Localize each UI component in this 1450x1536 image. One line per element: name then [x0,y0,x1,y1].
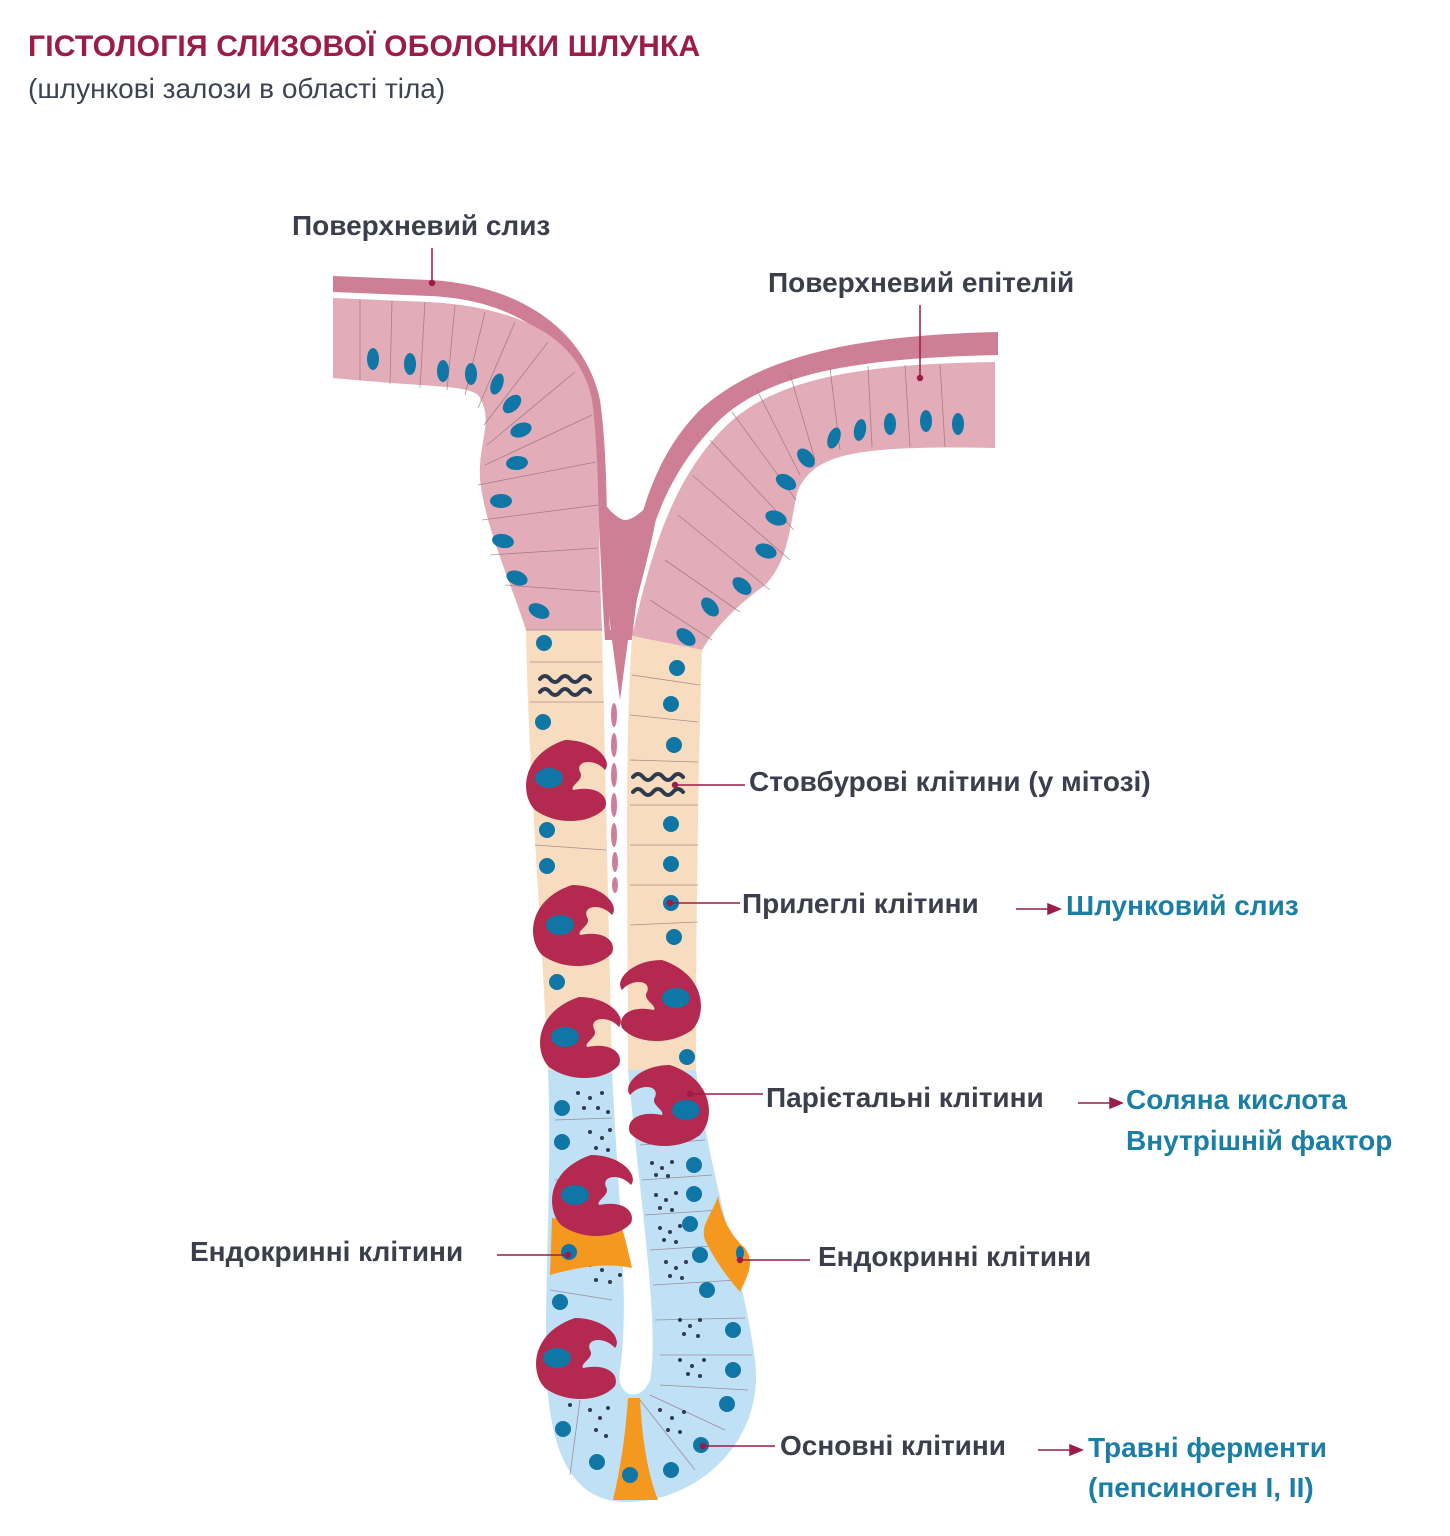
page-subtitle: (шлункові залози в області тіла) [28,73,446,104]
label-endocrine-cells-left: Ендокринні клітини [190,1236,464,1267]
pit-mucus-funnel [598,490,660,700]
product-hydrochloric-acid: Соляна кислота [1126,1084,1347,1115]
leader-lines [428,248,924,1450]
label-neck-cells: Прилеглі клітини [742,888,979,919]
surface-epithelium-left [333,298,602,630]
lumen-dashes [611,703,618,893]
surface-epithelium-right [632,362,995,650]
endocrine-nucleus-bottom [622,1467,638,1483]
neck-zone-right [627,636,702,1070]
label-stem-cells: Стовбурові клітини (у мітозі) [749,766,1151,797]
parietal-cells [526,740,709,1400]
label-chief-cells: Основні клітини [780,1430,1007,1461]
cell-nuclei [535,635,741,1478]
label-parietal-cells: Парієтальні клітини [766,1082,1044,1113]
product-digestive-enzymes: Травні ферменти [1088,1432,1327,1463]
product-gastric-mucus: Шлунковий слиз [1066,890,1299,921]
arrow-icons [1016,902,1124,1457]
surface-mucus-layer [333,276,998,640]
label-endocrine-cells-right: Ендокринні клітини [818,1241,1092,1272]
page-title: ГІСТОЛОГІЯ СЛИЗОВОЇ ОБОЛОНКИ ШЛУНКА [28,30,701,63]
product-pepsinogen: (пепсиноген I, II) [1088,1472,1314,1503]
endocrine-nucleus-right [736,1246,744,1260]
label-surface-mucus: Поверхневий слиз [292,210,551,241]
product-intrinsic-factor: Внутрішній фактор [1126,1125,1393,1156]
label-surface-epithelium: Поверхневий епітелій [768,267,1075,298]
surface-nuclei [367,348,964,646]
cell-borders [359,300,946,1476]
endocrine-cell-right [703,1196,750,1292]
mitotic-chromosomes [538,674,685,797]
